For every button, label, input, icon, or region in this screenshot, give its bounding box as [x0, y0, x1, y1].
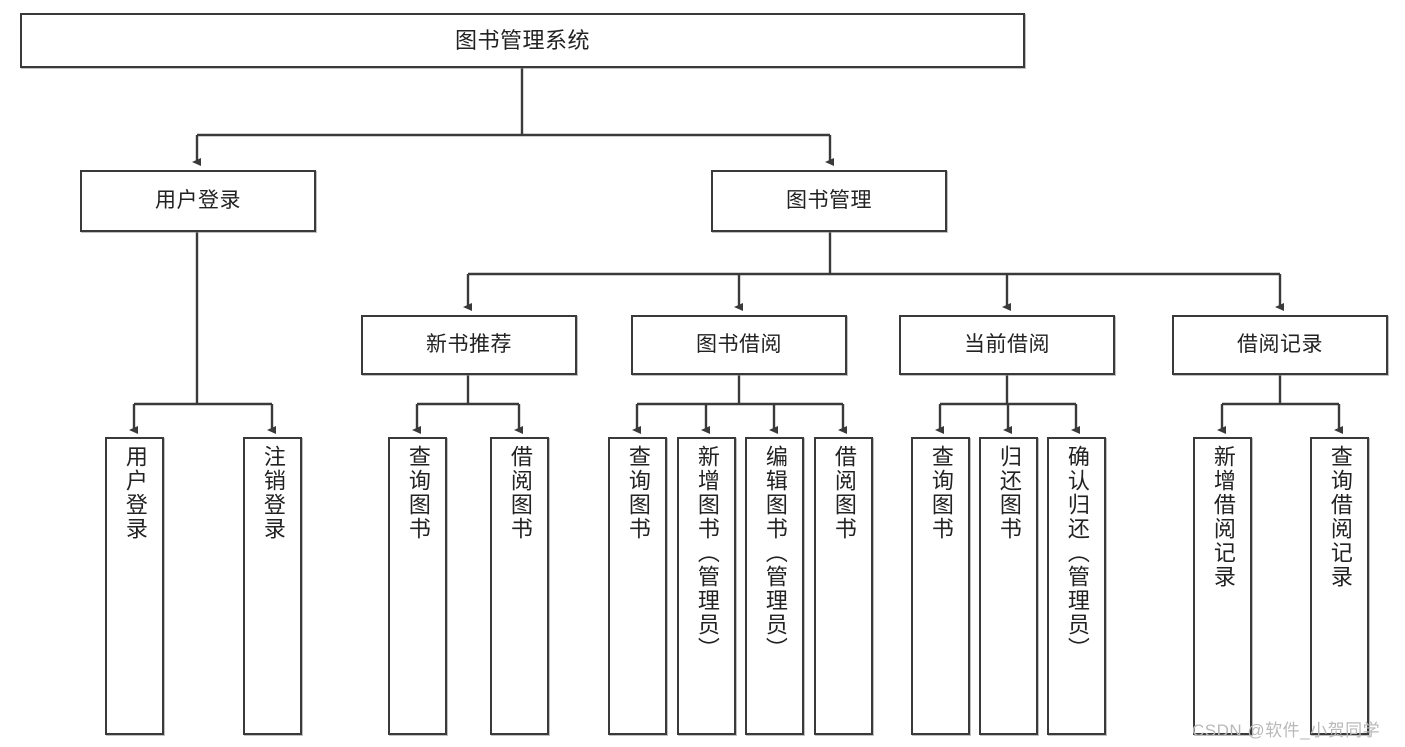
node-user-login[interactable]: 用户登录 — [80, 170, 316, 232]
node-label: 新书推荐 — [426, 332, 512, 356]
node-label: 用户登录 — [122, 445, 148, 541]
node-current-borrow[interactable]: 当前借阅 — [899, 315, 1115, 375]
node-label: 查询图书 — [625, 445, 651, 541]
leaf-bb-edit-book-admin[interactable]: 编辑图书（管理员） — [745, 437, 804, 735]
node-label: 图书管理系统 — [454, 27, 590, 53]
node-label: 编辑图书（管理员） — [762, 445, 788, 661]
leaf-bb-borrow-book[interactable]: 借阅图书 — [814, 437, 873, 735]
leaf-logout[interactable]: 注销登录 — [243, 437, 302, 735]
leaf-bb-add-book-admin[interactable]: 新增图书（管理员） — [677, 437, 736, 735]
node-label: 借阅图书 — [831, 445, 857, 541]
node-root-book-management-system[interactable]: 图书管理系统 — [20, 13, 1025, 68]
node-label: 借阅图书 — [507, 445, 533, 541]
node-label: 查询图书 — [405, 445, 431, 541]
node-label: 查询借阅记录 — [1327, 445, 1353, 589]
leaf-br-query-record[interactable]: 查询借阅记录 — [1310, 437, 1369, 735]
node-label: 确认归还（管理员） — [1064, 445, 1090, 661]
leaf-cb-confirm-return-admin[interactable]: 确认归还（管理员） — [1047, 437, 1106, 735]
node-label: 借阅记录 — [1237, 332, 1323, 356]
node-label: 归还图书 — [996, 445, 1022, 541]
leaf-nb-query-book[interactable]: 查询图书 — [388, 437, 447, 735]
node-label: 注销登录 — [260, 445, 286, 541]
node-label: 新增借阅记录 — [1210, 445, 1236, 589]
node-book-management[interactable]: 图书管理 — [711, 170, 947, 232]
node-label: 当前借阅 — [964, 332, 1050, 356]
node-label: 查询图书 — [928, 445, 954, 541]
leaf-bb-query-book[interactable]: 查询图书 — [608, 437, 667, 735]
node-new-book-recommend[interactable]: 新书推荐 — [361, 315, 577, 375]
node-label: 图书借阅 — [696, 332, 782, 356]
node-book-borrow[interactable]: 图书借阅 — [631, 315, 847, 375]
node-label: 用户登录 — [155, 188, 241, 212]
node-label: 新增图书（管理员） — [694, 445, 720, 661]
node-label: 图书管理 — [786, 188, 872, 212]
leaf-nb-borrow-book[interactable]: 借阅图书 — [490, 437, 549, 735]
node-borrow-record[interactable]: 借阅记录 — [1172, 315, 1388, 375]
leaf-user-login[interactable]: 用户登录 — [105, 437, 164, 735]
leaf-cb-return-book[interactable]: 归还图书 — [979, 437, 1038, 735]
leaf-cb-query-book[interactable]: 查询图书 — [911, 437, 970, 735]
csdn-watermark: CSDN @软件_小贺同学 — [1192, 721, 1381, 740]
leaf-br-add-record[interactable]: 新增借阅记录 — [1193, 437, 1252, 735]
